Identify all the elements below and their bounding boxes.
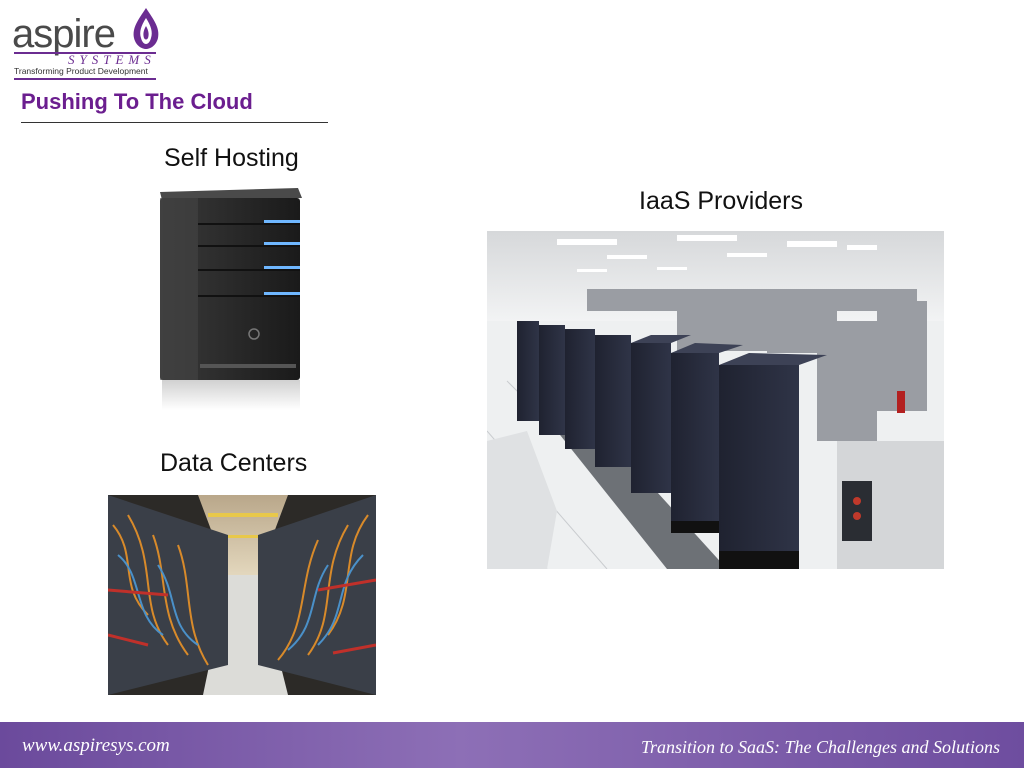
label-self-hosting: Self Hosting	[164, 144, 299, 172]
slide-title: Pushing To The Cloud	[21, 89, 253, 114]
label-data-centers: Data Centers	[160, 449, 308, 477]
footer-bar: www.aspiresys.com Transition to SaaS: Th…	[0, 722, 1024, 768]
logo-tagline: Transforming Product Development	[14, 66, 148, 76]
label-iaas-providers: IaaS Providers	[639, 187, 803, 215]
iaas-datacenter-image	[487, 231, 944, 569]
logo-flame-icon	[133, 8, 159, 49]
server-tower-image	[150, 184, 312, 414]
title-underline	[21, 122, 328, 123]
footer-website: www.aspiresys.com	[22, 735, 170, 756]
logo-systems: SYSTEMS	[68, 52, 156, 67]
logo-line-top	[14, 52, 156, 54]
footer-presentation-title: Transition to SaaS: The Challenges and S…	[640, 737, 1000, 757]
data-center-aisle-image	[108, 495, 376, 695]
aspire-logo: aspire SYSTEMS Transforming Product Deve…	[12, 6, 160, 80]
logo-line-bottom	[14, 78, 156, 80]
logo-wordmark: aspire	[12, 12, 116, 56]
